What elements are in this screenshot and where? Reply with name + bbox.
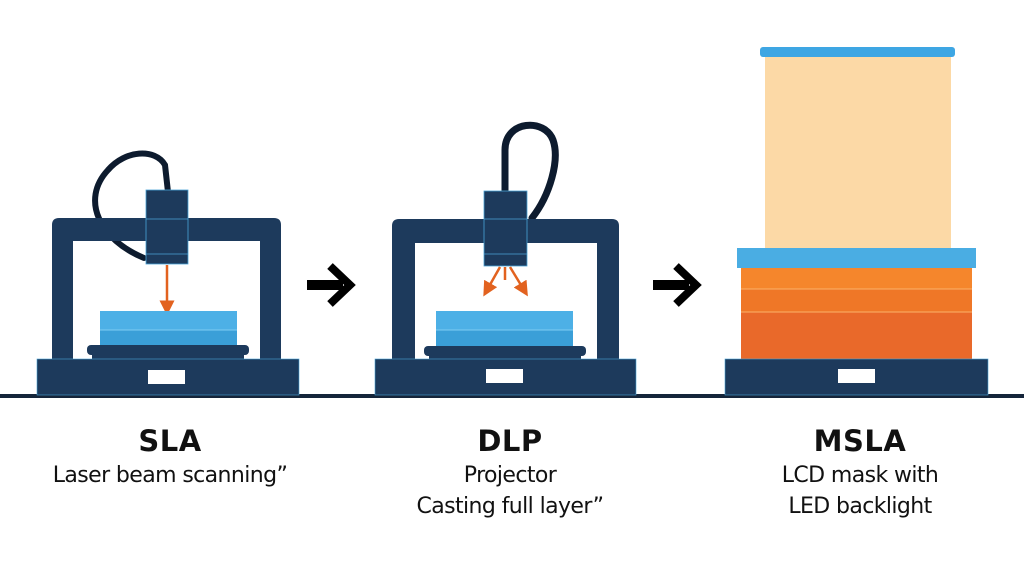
dlp-printer <box>374 121 637 396</box>
dlp-projection-rays <box>483 266 528 297</box>
msla-top-plate <box>760 47 955 57</box>
msla-title: MSLA <box>813 424 907 458</box>
sla-gantry-frame <box>52 218 281 360</box>
dlp-description-line-1: Projector <box>463 463 557 488</box>
msla-cured-part <box>765 57 951 248</box>
msla-lcd-screen <box>737 248 976 268</box>
msla-description-line-2: LED backlight <box>788 494 932 519</box>
sla-printer <box>36 150 300 396</box>
sla-title: SLA <box>138 424 202 458</box>
ground-line <box>0 394 1024 398</box>
sla-display-slot <box>148 370 185 384</box>
right-arrow-icon <box>307 263 356 307</box>
sla-print-head <box>145 189 189 265</box>
right-arrow-icon <box>653 263 702 307</box>
dlp-description-line-2: Casting full layer” <box>416 494 605 519</box>
sla-description-line-1: Laser beam scanning” <box>52 463 288 488</box>
dlp-display-slot <box>486 369 523 383</box>
msla-description-line-1: LCD mask with <box>781 463 939 488</box>
msla-led-layer-1 <box>741 268 972 289</box>
dlp-title: DLP <box>477 424 543 458</box>
dlp-projector-head <box>483 190 528 267</box>
msla-display-slot <box>838 369 875 383</box>
msla-printer <box>724 47 989 396</box>
dlp-cable <box>501 121 559 222</box>
sla-build-plate <box>87 345 249 355</box>
dlp-gantry-frame <box>392 219 619 360</box>
dlp-build-plate <box>424 346 586 356</box>
msla-led-layer-2 <box>741 289 972 312</box>
msla-led-layer-3 <box>741 312 972 359</box>
